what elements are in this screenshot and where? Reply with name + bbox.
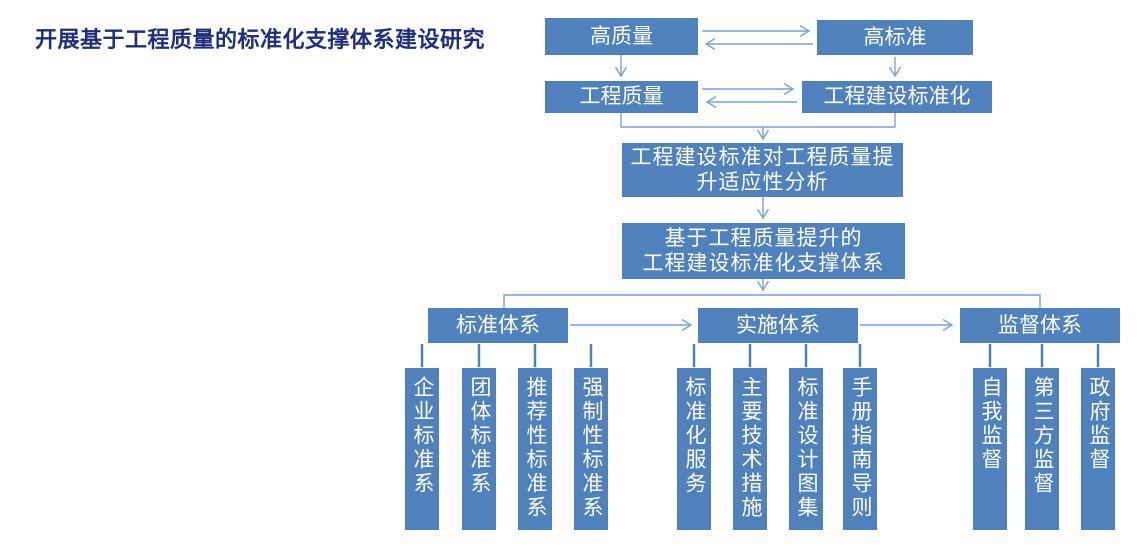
column-government-supervision: 政府监督 <box>1081 368 1115 530</box>
column-stubs <box>420 344 1100 367</box>
column-enterprise-standard: 企业标准系 <box>405 368 439 530</box>
box-standard-system: 标准体系 <box>428 308 568 343</box>
column-handbook-guideline: 手册指南导则 <box>843 368 877 530</box>
box-engineering-construction-standardization: 工程建设标准化 <box>802 81 992 113</box>
connector-branch-rail <box>503 294 1041 308</box>
column-self-supervision: 自我监督 <box>973 368 1007 530</box>
analysis-line-2: 升适应性分析 <box>696 171 829 194</box>
column-standard-design-atlas: 标准设计图集 <box>789 368 823 530</box>
connector-merge-row2 <box>620 113 896 128</box>
column-standardization-service: 标准化服务 <box>677 368 711 530</box>
analysis-line-1: 工程建设标准对工程质量提 <box>630 145 895 169</box>
column-group-standard: 团体标准系 <box>462 368 496 530</box>
support-line-2: 工程建设标准化支撑体系 <box>642 252 885 275</box>
box-implementation-system: 实施体系 <box>698 308 858 343</box>
column-mandatory-standard: 强制性标准系 <box>574 368 608 530</box>
box-supervision-system: 监督体系 <box>960 308 1120 343</box>
support-line-1: 基于工程质量提升的 <box>664 226 863 250</box>
box-high-quality: 高质量 <box>545 18 698 55</box>
box-support-system: 基于工程质量提升的 工程建设标准化支撑体系 <box>622 223 905 279</box>
column-third-party-supervision: 第三方监督 <box>1025 368 1059 530</box>
column-recommended-standard: 推荐性标准系 <box>518 368 552 530</box>
box-high-standard: 高标准 <box>817 20 973 55</box>
box-adaptability-analysis: 工程建设标准对工程质量提 升适应性分析 <box>622 143 903 197</box>
page-title: 开展基于工程质量的标准化支撑体系建设研究 <box>35 27 486 52</box>
box-engineering-quality: 工程质量 <box>545 81 698 113</box>
column-main-technical-measures: 主要技术措施 <box>733 368 767 530</box>
